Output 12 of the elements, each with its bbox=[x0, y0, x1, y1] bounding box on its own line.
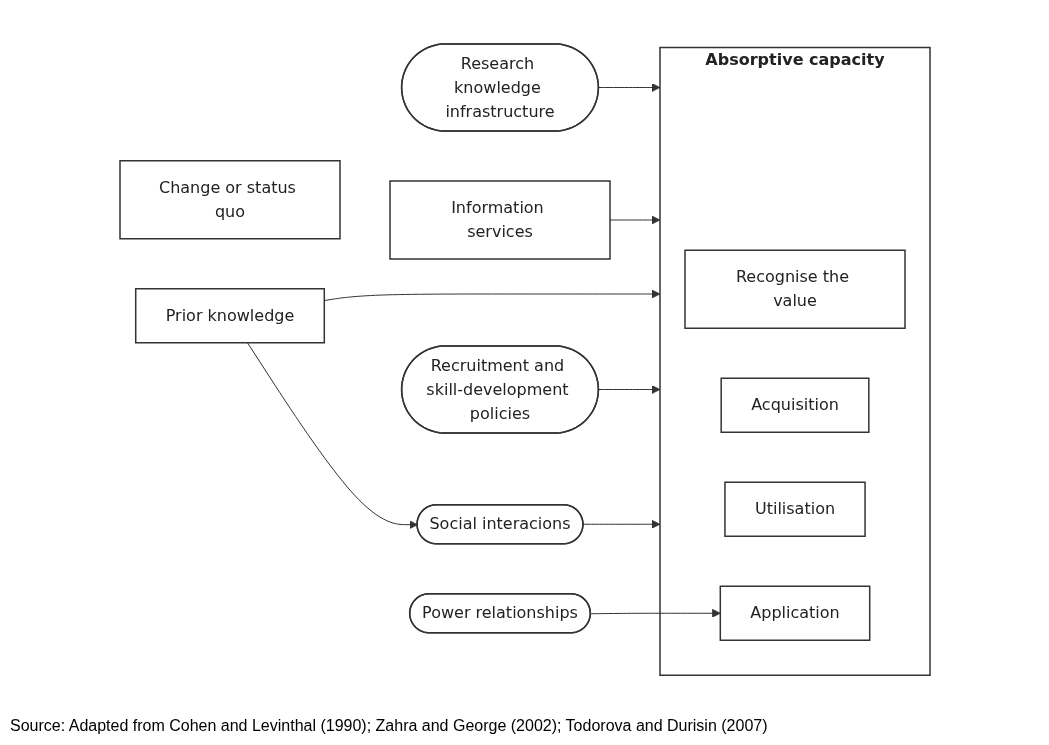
arrow bbox=[597, 385, 660, 394]
arrow bbox=[323, 289, 660, 301]
arrow bbox=[597, 83, 660, 92]
node-box: Acquisition bbox=[719, 377, 870, 433]
node-box: Application bbox=[719, 585, 870, 641]
caption: Source: Adapted from Cohen and Levinthal (1990); Zahra and George (2002); Todorova and Durisin (2007) bbox=[10, 717, 768, 735]
node-box: Change or status quo bbox=[118, 159, 341, 240]
node-box: Prior knowledge bbox=[134, 287, 325, 344]
arrow bbox=[609, 215, 660, 225]
node-box: Utilisation bbox=[723, 481, 866, 537]
node-box: Information services bbox=[388, 180, 611, 260]
node-box: Recognise the value bbox=[683, 249, 906, 329]
